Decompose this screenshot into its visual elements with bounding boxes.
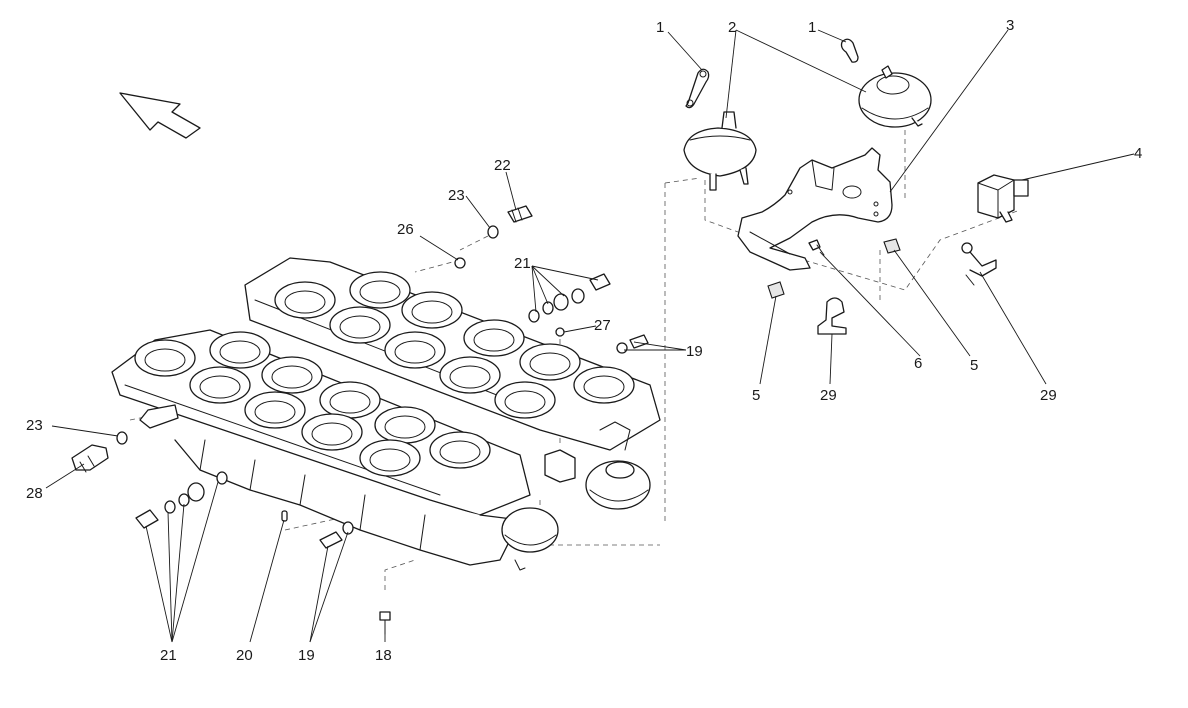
part-20-pin [281, 510, 288, 522]
callout-29b: 29 [1040, 387, 1057, 404]
part-2-vacuum-actuator-left [683, 111, 757, 191]
part-29-clip-right [961, 242, 997, 286]
part-28-sensor [71, 444, 109, 473]
part-19-screw-upper [616, 334, 649, 354]
part-21-fasteners-lower [135, 471, 228, 529]
part-2-vacuum-actuator-right [858, 65, 932, 128]
part-23-o-ring-left [116, 431, 128, 445]
callout-18: 18 [375, 647, 392, 664]
callout-6: 6 [914, 355, 922, 372]
part-23-o-ring [487, 225, 499, 239]
part-3-bracket [737, 147, 893, 271]
callout-4: 4 [1134, 145, 1142, 162]
part-4-sensor [977, 174, 1029, 223]
callout-26: 26 [397, 221, 414, 238]
callout-27: 27 [594, 317, 611, 334]
callout-29a: 29 [820, 387, 837, 404]
callout-1a: 1 [656, 19, 664, 36]
callout-1b: 1 [808, 19, 816, 36]
part-22-sensor [507, 205, 533, 223]
part-19-screw-lower [319, 521, 354, 549]
callout-5a: 5 [752, 387, 760, 404]
intake-manifold-assembly [111, 257, 661, 571]
part-1-link-right [840, 38, 859, 63]
part-26-o-ring [454, 257, 466, 269]
callout-2: 2 [728, 19, 736, 36]
part-5-grommet [767, 281, 785, 299]
callout-20: 20 [236, 647, 253, 664]
back-row-trumpets [274, 271, 635, 419]
callout-5b: 5 [970, 357, 978, 374]
front-row-trumpets [134, 331, 491, 477]
callout-23a: 23 [448, 187, 465, 204]
callout-21a: 21 [514, 255, 531, 272]
part-27-clip [555, 327, 565, 337]
part-21-fasteners-upper [528, 273, 611, 323]
part-1-link [685, 68, 710, 109]
callout-22: 22 [494, 157, 511, 174]
callout-19a: 19 [686, 343, 703, 360]
part-29-clip [817, 297, 847, 335]
part-18-bolt [379, 611, 391, 635]
callout-23b: 23 [26, 417, 43, 434]
callout-numbers: 1 2 1 3 4 22 23 26 21 27 19 5 29 6 5 29 … [26, 17, 1142, 664]
callout-3: 3 [1006, 17, 1014, 34]
part-5-grommet-right [883, 238, 901, 254]
callout-19b: 19 [298, 647, 315, 664]
callout-21b: 21 [160, 647, 177, 664]
callout-28: 28 [26, 485, 43, 502]
direction-arrow-icon [119, 92, 201, 139]
leader-lines [45, 29, 1135, 643]
part-6-screw [808, 239, 825, 256]
